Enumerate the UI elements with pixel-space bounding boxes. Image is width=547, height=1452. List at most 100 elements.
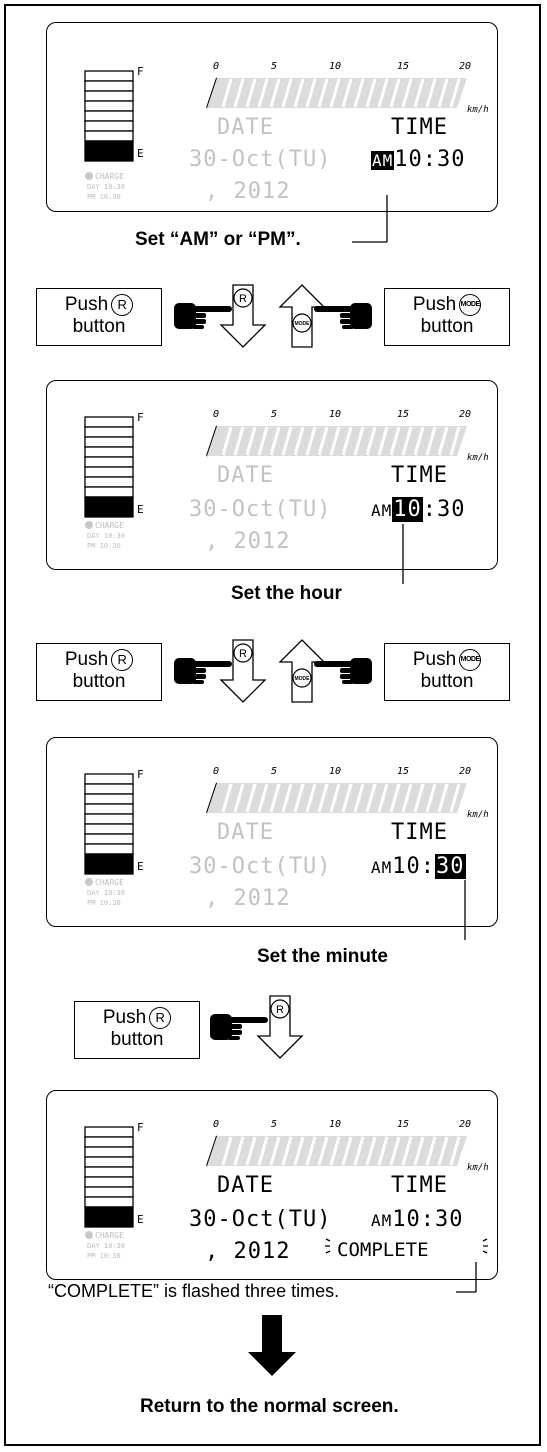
fuel-gauge: [84, 1126, 134, 1228]
caption-set-minute: Set the minute: [257, 946, 388, 967]
lcd-graphics-4: [84, 1126, 488, 1254]
button-word: button: [420, 316, 474, 338]
speed-bar: [206, 1135, 467, 1167]
final-arrow: [248, 1315, 296, 1376]
time-value: AM10:30: [371, 854, 466, 879]
pointing-hand-right-icon: [210, 1014, 268, 1040]
r-symbol-text: R: [239, 293, 247, 305]
complete-message: COMPLETE: [337, 1239, 429, 1261]
ampm-value: AM: [371, 858, 393, 877]
caption-complete-flash: “COMPLETE” is flashed three times.: [48, 1281, 340, 1301]
scale-10: 10: [329, 766, 342, 777]
caption-set-ampm: Set “AM” or “PM”.: [135, 229, 301, 250]
caption-leader-1: [352, 195, 388, 243]
scale-0: 0: [213, 61, 220, 72]
down-arrow-icon: [219, 639, 267, 703]
r-symbol-icon: [233, 643, 253, 663]
r-symbol-icon: [233, 288, 253, 308]
fuel-gauge: [84, 773, 134, 875]
r-symbol-text: R: [276, 1004, 284, 1016]
mode-symbol-icon: [292, 668, 312, 688]
fuel-full-label: F: [137, 411, 144, 424]
pointing-hand-right-icon: [174, 658, 232, 684]
time-colon: :: [420, 854, 436, 879]
down-arrow-icon: [219, 284, 267, 348]
pointing-hand-left-icon: [314, 658, 372, 684]
year-value: , 2012: [205, 529, 291, 554]
flash-marks-right-icon: [482, 1238, 488, 1254]
scale-5: 5: [271, 409, 278, 420]
time-value: AM10:30: [371, 147, 466, 172]
time-label: TIME: [391, 1173, 448, 1198]
flash-marks-left-icon: [325, 1238, 331, 1254]
minute-value: 30: [435, 1207, 464, 1232]
caption-leader-4: [456, 1262, 477, 1293]
hour-value: 10: [392, 1207, 421, 1232]
r-button-icon: R: [149, 1007, 172, 1029]
push-word: Push: [102, 1007, 147, 1029]
date-value: 30-Oct(TU): [189, 147, 332, 172]
scale-0: 0: [213, 409, 220, 420]
charge-label: CHARGE: [95, 172, 124, 181]
ampm-value: AM: [371, 151, 395, 170]
push-word: Push: [412, 294, 457, 316]
fuel-empty-label: E: [137, 503, 144, 516]
mode-symbol-text: MODE: [295, 676, 311, 682]
day-line: DAY 10:30: [87, 889, 125, 897]
scale-5: 5: [271, 61, 278, 72]
caption-leader-2: [402, 524, 404, 584]
down-arrow-icon: [256, 995, 304, 1059]
speed-unit: km/h: [467, 810, 489, 820]
scale-15: 15: [397, 1119, 410, 1130]
charge-indicator-icon: [85, 521, 93, 529]
mode-symbol-icon: [292, 313, 312, 333]
charge-indicator-icon: [85, 172, 93, 180]
date-value: 30-Oct(TU): [189, 1207, 332, 1232]
caption-return-normal: Return to the normal screen.: [140, 1396, 399, 1417]
hour-value: 10: [394, 147, 423, 172]
pm-line: PM 10:30: [87, 899, 121, 907]
date-label: DATE: [217, 115, 274, 140]
ampm-value: AM: [371, 501, 393, 520]
speed-unit: km/h: [467, 1163, 489, 1173]
scale-10: 10: [329, 409, 342, 420]
lcd-panel-3: F E 0 5 10 15 20 km/h DATE TIME 30-Oct(T…: [46, 737, 498, 927]
page-frame: [4, 4, 541, 1446]
lcd-graphics-2: [84, 416, 467, 529]
charge-indicator-icon: [85, 1231, 93, 1239]
fuel-gauge: [84, 70, 134, 162]
fuel-gauge: [84, 416, 134, 518]
lcd-graphics-3: [84, 773, 467, 886]
hour-value: 10: [392, 854, 421, 879]
mode-button-icon: MODE: [459, 649, 482, 671]
year-value: , 2012: [205, 179, 291, 204]
speed-bar: [206, 77, 467, 109]
pointing-hand-left-icon: [314, 303, 372, 329]
scale-20: 20: [459, 1119, 472, 1130]
r-button-icon: R: [111, 649, 134, 671]
fuel-empty-label: E: [137, 147, 144, 160]
r-button-icon: R: [111, 294, 134, 316]
caption-leader-3: [464, 880, 466, 940]
year-value: , 2012: [205, 886, 291, 911]
scale-20: 20: [459, 61, 472, 72]
scale-10: 10: [329, 61, 342, 72]
year-value: , 2012: [205, 1239, 291, 1264]
button-word: button: [110, 1029, 164, 1051]
time-value: AM10:30: [371, 497, 466, 522]
date-value: 30-Oct(TU): [189, 497, 332, 522]
lcd-graphics-1: [84, 70, 467, 180]
pm-line: PM 10:30: [87, 193, 121, 201]
pm-line: PM 10:30: [87, 1252, 121, 1260]
scale-5: 5: [271, 1119, 278, 1130]
fuel-full-label: F: [137, 768, 144, 781]
scale-0: 0: [213, 766, 220, 777]
date-value: 30-Oct(TU): [189, 854, 332, 879]
caption-set-hour: Set the hour: [231, 583, 342, 604]
button-word: button: [72, 316, 126, 338]
time-colon: :: [422, 497, 438, 522]
mode-symbol-text: MODE: [295, 321, 311, 327]
scale-15: 15: [397, 766, 410, 777]
